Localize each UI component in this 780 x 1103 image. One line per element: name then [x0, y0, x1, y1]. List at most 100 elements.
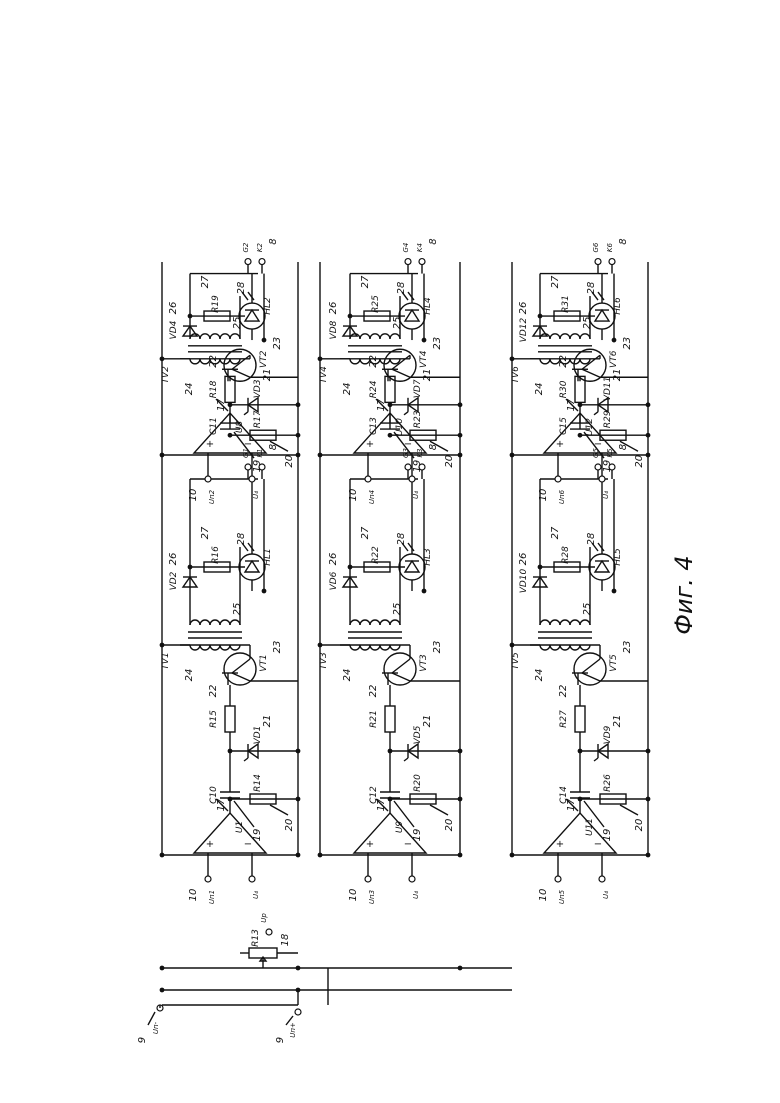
transformer-label: TV1 [161, 652, 171, 669]
resistor-b-callout: 22 [208, 685, 219, 698]
primary-coil [350, 645, 360, 650]
plus-sign: + [556, 439, 564, 450]
zener-bar [244, 758, 248, 761]
transformer-callout: 24 [184, 382, 195, 395]
diode-label: VD4 [169, 320, 179, 339]
transistor-callout: 23 [272, 337, 283, 350]
ref-callout: 10 [188, 889, 199, 902]
junction-dot [160, 966, 165, 971]
junction-dot [458, 853, 463, 858]
primary-coil [540, 645, 550, 650]
resistor-c-callout: 27 [550, 526, 561, 539]
plus-sign: + [206, 839, 214, 850]
output-label-k: K2 [256, 243, 264, 253]
supply-label: U₄ [412, 891, 420, 899]
diode-label: VD2 [169, 571, 179, 590]
transformer-callout: 24 [184, 669, 195, 682]
bias-terminal [266, 929, 272, 935]
resistor-c-callout: 27 [200, 275, 211, 288]
supply-terminal [409, 476, 415, 482]
primary-coil [210, 645, 220, 650]
junction-dot [422, 589, 427, 594]
secondary-coil [220, 620, 230, 625]
opamp-label: U11 [585, 818, 595, 836]
collector [232, 355, 250, 369]
stage-2: +−U81710Uп2U₄C1119R1720VD321R1822VT223TV… [160, 238, 301, 504]
junction-dot [228, 797, 233, 802]
led-ray [248, 543, 254, 551]
secondary-coil [350, 620, 360, 625]
opamp-label: U10 [395, 418, 405, 436]
transistor-body [574, 653, 606, 685]
bias-terminal-label: Uр [260, 913, 268, 923]
output-label-k: K6 [606, 243, 614, 253]
output-callout: 8 [268, 238, 279, 244]
supply-label: U₄ [412, 491, 420, 499]
resistor-a-callout: 20 [444, 819, 455, 832]
led-callout: 28 [396, 533, 407, 546]
output-terminal-g [405, 259, 411, 265]
junction-dot [646, 402, 651, 407]
collector [582, 659, 600, 673]
zener-label: VD1 [253, 726, 263, 745]
leader [430, 805, 448, 815]
capacitor-label: C14 [559, 786, 569, 804]
ref-input-label: Uп2 [208, 489, 216, 504]
junction-dot [160, 853, 165, 858]
zener-callout: 21 [612, 368, 623, 381]
resistor-a-label: R29 [603, 410, 613, 428]
input-num-label: 9 [137, 1037, 148, 1043]
stage-4: +−U101710Uп4U₄C1319R2320VD721R2422VT423T… [318, 238, 463, 504]
resistor-c-label: R25 [371, 295, 381, 313]
ref-callout: 10 [348, 889, 359, 902]
diode-label: VD6 [329, 571, 339, 590]
junction-dot [612, 589, 617, 594]
primary-coil [190, 645, 200, 650]
input-section: 9Uп-9Uп+R1318Uр [137, 913, 301, 1044]
winding-callout: 25 [392, 603, 403, 616]
capacitor-label: C11 [209, 417, 219, 435]
led-triangle [595, 561, 609, 572]
junction-dot [262, 338, 267, 343]
primary-coil [350, 359, 360, 364]
supply-terminal [599, 476, 605, 482]
transistor-body [384, 349, 416, 381]
diode-callout: 26 [168, 553, 179, 566]
junction-dot [388, 433, 393, 438]
secondary-coil [360, 620, 370, 625]
led-callout: 28 [396, 282, 407, 295]
primary-coil [230, 359, 240, 364]
ref-callout: 10 [188, 489, 199, 502]
resistor-a-callout: 20 [634, 455, 645, 468]
junction-dot [510, 643, 515, 648]
secondary-coil [570, 620, 580, 625]
secondary-coil [390, 334, 400, 339]
diode-callout: 26 [518, 302, 529, 315]
plus-sign: + [556, 839, 564, 850]
led-triangle [245, 310, 259, 321]
ref-input-label: Uп4 [368, 490, 376, 504]
secondary-coil [370, 620, 380, 625]
bias-resistor-label: R13 [251, 929, 261, 947]
output-terminal-g [245, 464, 251, 470]
junction-dot [388, 797, 393, 802]
transistor-callout: 23 [272, 641, 283, 654]
secondary-coil [560, 334, 570, 339]
junction-dot [510, 853, 515, 858]
capacitor-label: C15 [559, 417, 569, 435]
secondary-coil [570, 334, 580, 339]
ref-callout: 10 [348, 489, 359, 502]
resistor-b-label: R18 [209, 380, 219, 398]
plus-sign: + [366, 839, 374, 850]
ref-input-terminal [205, 876, 211, 882]
led-triangle [405, 561, 419, 572]
transistor-callout: 23 [622, 337, 633, 350]
resistor-a-label: R17 [253, 410, 263, 428]
ref-input-terminal [555, 876, 561, 882]
resistor-b-label: R24 [369, 380, 379, 398]
secondary-coil [540, 620, 550, 625]
supply-label: U₄ [602, 891, 610, 899]
primary-coil [570, 645, 580, 650]
secondary-coil [210, 334, 220, 339]
bias-callout: 18 [280, 934, 291, 947]
